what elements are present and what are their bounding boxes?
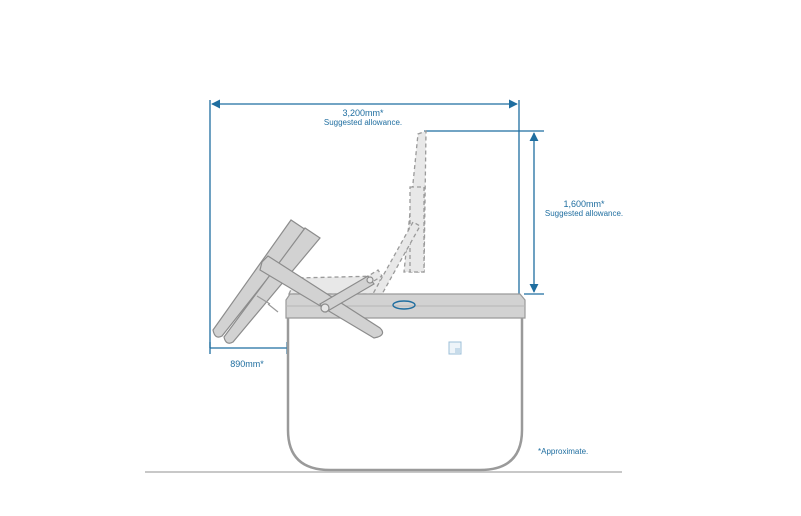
height-note: Suggested allowance. — [544, 209, 624, 219]
footnote: *Approximate. — [538, 447, 589, 456]
control-panel-icon — [448, 341, 462, 355]
depth-dimension — [209, 342, 288, 354]
depth-value: 890mm* — [230, 359, 264, 369]
hinge-arm — [259, 255, 384, 339]
width-dimension — [209, 99, 520, 348]
height-value: 1,600mm* — [563, 199, 605, 209]
tub-body — [286, 318, 524, 472]
lid-handle-ring — [392, 300, 416, 310]
width-note: Suggested allowance. — [323, 118, 403, 128]
height-dimension — [424, 130, 544, 295]
width-value: 3,200mm* — [342, 108, 384, 118]
width-dimension-label: 3,200mm* Suggested allowance. — [303, 108, 423, 128]
open-lid-panels — [212, 219, 321, 344]
height-dimension-label: 1,600mm* Suggested allowance. — [528, 199, 640, 219]
